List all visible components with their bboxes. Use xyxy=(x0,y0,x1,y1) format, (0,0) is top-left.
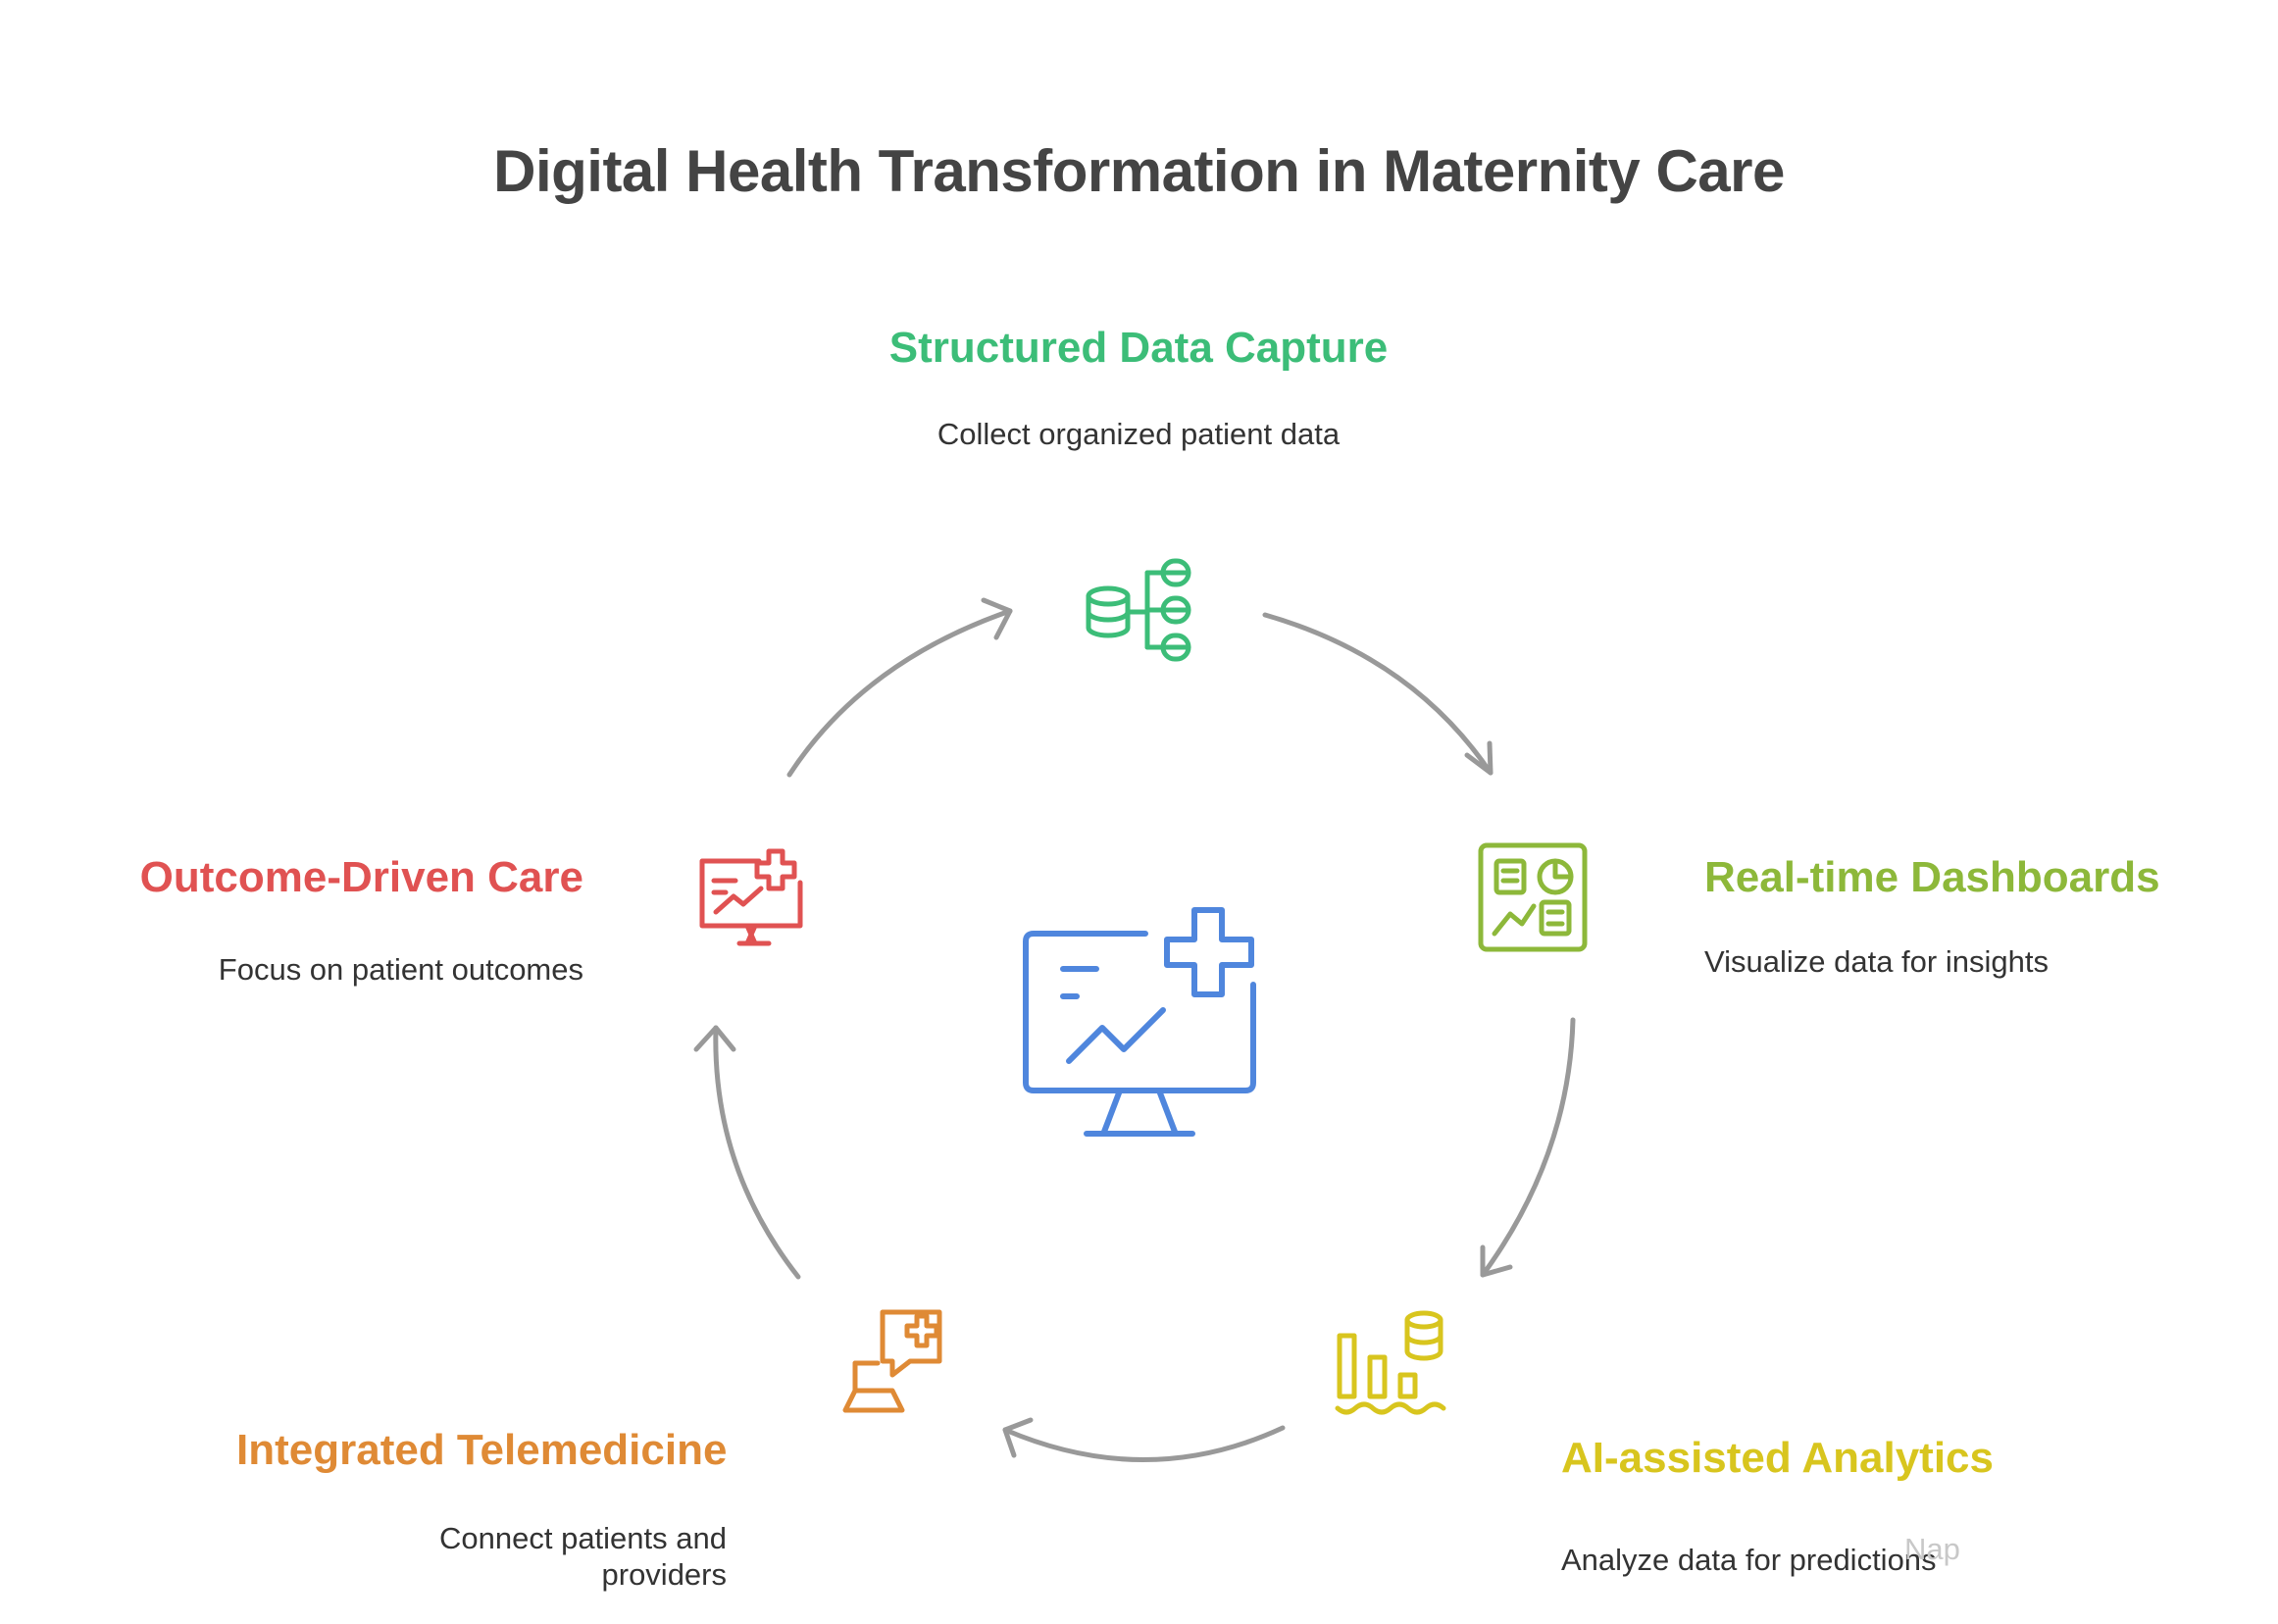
health-monitor-icon xyxy=(699,848,803,946)
step-desc-outcome-driven-care: Focus on patient outcomes xyxy=(218,952,583,987)
database-stack-icon xyxy=(1086,558,1191,662)
analytics-chart-icon xyxy=(1335,1310,1446,1415)
telemedicine-laptop-icon xyxy=(842,1309,942,1413)
step-desc-real-time-dashboards: Visualize data for insights xyxy=(1704,944,2049,979)
arrow-analytics-to-telemedicine xyxy=(1002,1425,1286,1462)
step-title-outcome-driven-care: Outcome-Driven Care xyxy=(139,853,583,901)
center-health-monitor-icon xyxy=(1023,907,1256,1137)
step-title-structured-data-capture: Structured Data Capture xyxy=(888,324,1389,372)
step-desc-structured-data-capture: Collect organized patient data xyxy=(937,417,1341,451)
dashboard-icon xyxy=(1478,842,1588,952)
arrowhead-dashboards xyxy=(1464,740,1493,776)
arrow-capture-to-dashboards xyxy=(1262,612,1493,776)
step-desc-integrated-telemedicine: Connect patients and providers xyxy=(439,1521,727,1592)
arrowhead-capture xyxy=(981,597,1013,640)
step-title-ai-assisted-analytics: AI-assisted Analytics xyxy=(1561,1434,1994,1482)
arrowhead-outcome xyxy=(693,1025,736,1052)
arrowhead-telemedicine xyxy=(1002,1417,1034,1458)
step-title-real-time-dashboards: Real-time Dashboards xyxy=(1704,853,2160,901)
arrow-telemedicine-to-outcome xyxy=(713,1025,801,1280)
arrow-dashboards-to-analytics xyxy=(1480,1017,1576,1278)
step-desc-ai-assisted-analytics: Analyze data for predictions xyxy=(1561,1543,1937,1577)
watermark-text: Nap xyxy=(1904,1532,1960,1566)
arrow-outcome-to-capture xyxy=(786,608,1013,778)
page-title: Digital Health Transformation in Materni… xyxy=(493,138,1785,204)
step-title-integrated-telemedicine: Integrated Telemedicine xyxy=(236,1426,728,1474)
arrowhead-analytics xyxy=(1480,1244,1513,1278)
